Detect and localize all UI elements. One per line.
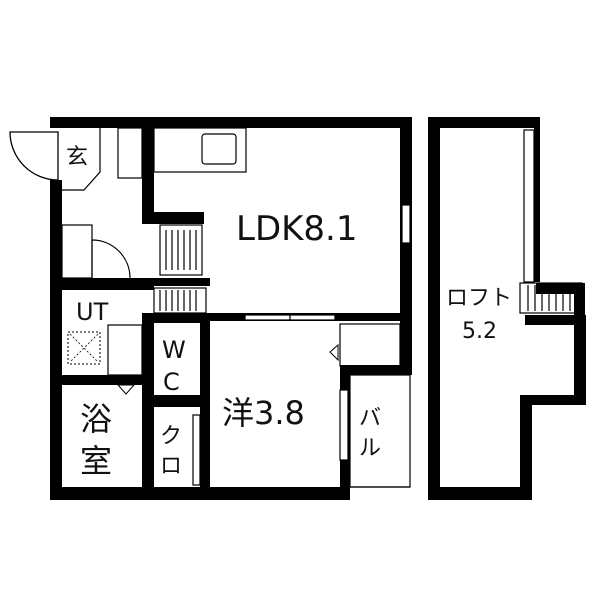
western-closet (339, 323, 401, 367)
wc-label-w: W (162, 336, 186, 364)
genkan-floor (62, 128, 101, 191)
ut-label: UT (76, 298, 109, 326)
balcony-label-1: バ (359, 406, 381, 431)
washer-pan (67, 324, 143, 376)
stairs (153, 224, 207, 314)
entrance-door (9, 131, 59, 181)
ldk-label: LDK8.1 (236, 209, 358, 249)
loft-walls (428, 117, 586, 500)
closet-label-2: ロ (160, 454, 182, 479)
bath-label-2: 室 (80, 442, 112, 480)
windows (192, 204, 411, 488)
bath-door-marker (116, 384, 136, 395)
bath-label-1: 浴 (80, 400, 112, 438)
balcony-label-2: ル (359, 436, 381, 461)
closet-label-1: ク (160, 424, 182, 449)
loft-size-label: 5.2 (462, 319, 497, 344)
wc-label-c: C (163, 368, 180, 396)
loft-ladder (519, 282, 583, 314)
western-label: 洋3.8 (222, 394, 305, 432)
loft-window (523, 129, 535, 283)
western-door-marker (329, 343, 339, 362)
fixtures (61, 127, 247, 279)
entrance-label: 玄 (66, 145, 88, 170)
loft-label: ロフト (446, 286, 512, 311)
